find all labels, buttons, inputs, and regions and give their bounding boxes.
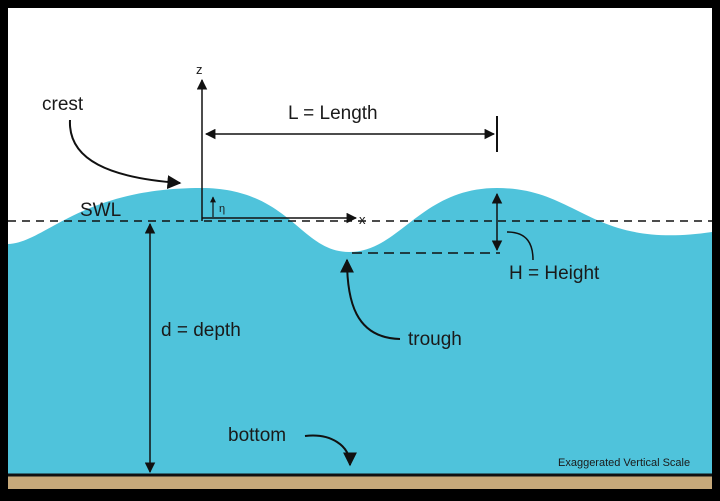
swl-label: SWL bbox=[80, 200, 121, 221]
z-axis-label: z bbox=[196, 62, 203, 77]
height-label: H = Height bbox=[509, 263, 600, 284]
length-label: L = Length bbox=[288, 103, 378, 124]
seabed bbox=[8, 475, 712, 489]
height-leader bbox=[506, 231, 534, 261]
crest-label: crest bbox=[42, 94, 84, 115]
trough-label: trough bbox=[408, 329, 462, 350]
eta-label: η bbox=[219, 203, 225, 215]
scale-note: Exaggerated Vertical Scale bbox=[558, 457, 690, 469]
trough-arrow bbox=[340, 258, 401, 340]
bottom-label: bottom bbox=[228, 425, 286, 446]
depth-label: d = depth bbox=[161, 320, 241, 341]
x-axis-label: x bbox=[359, 212, 366, 227]
water-body bbox=[8, 188, 712, 478]
crest-arrow bbox=[68, 119, 182, 190]
bottom-arrow bbox=[304, 434, 357, 467]
